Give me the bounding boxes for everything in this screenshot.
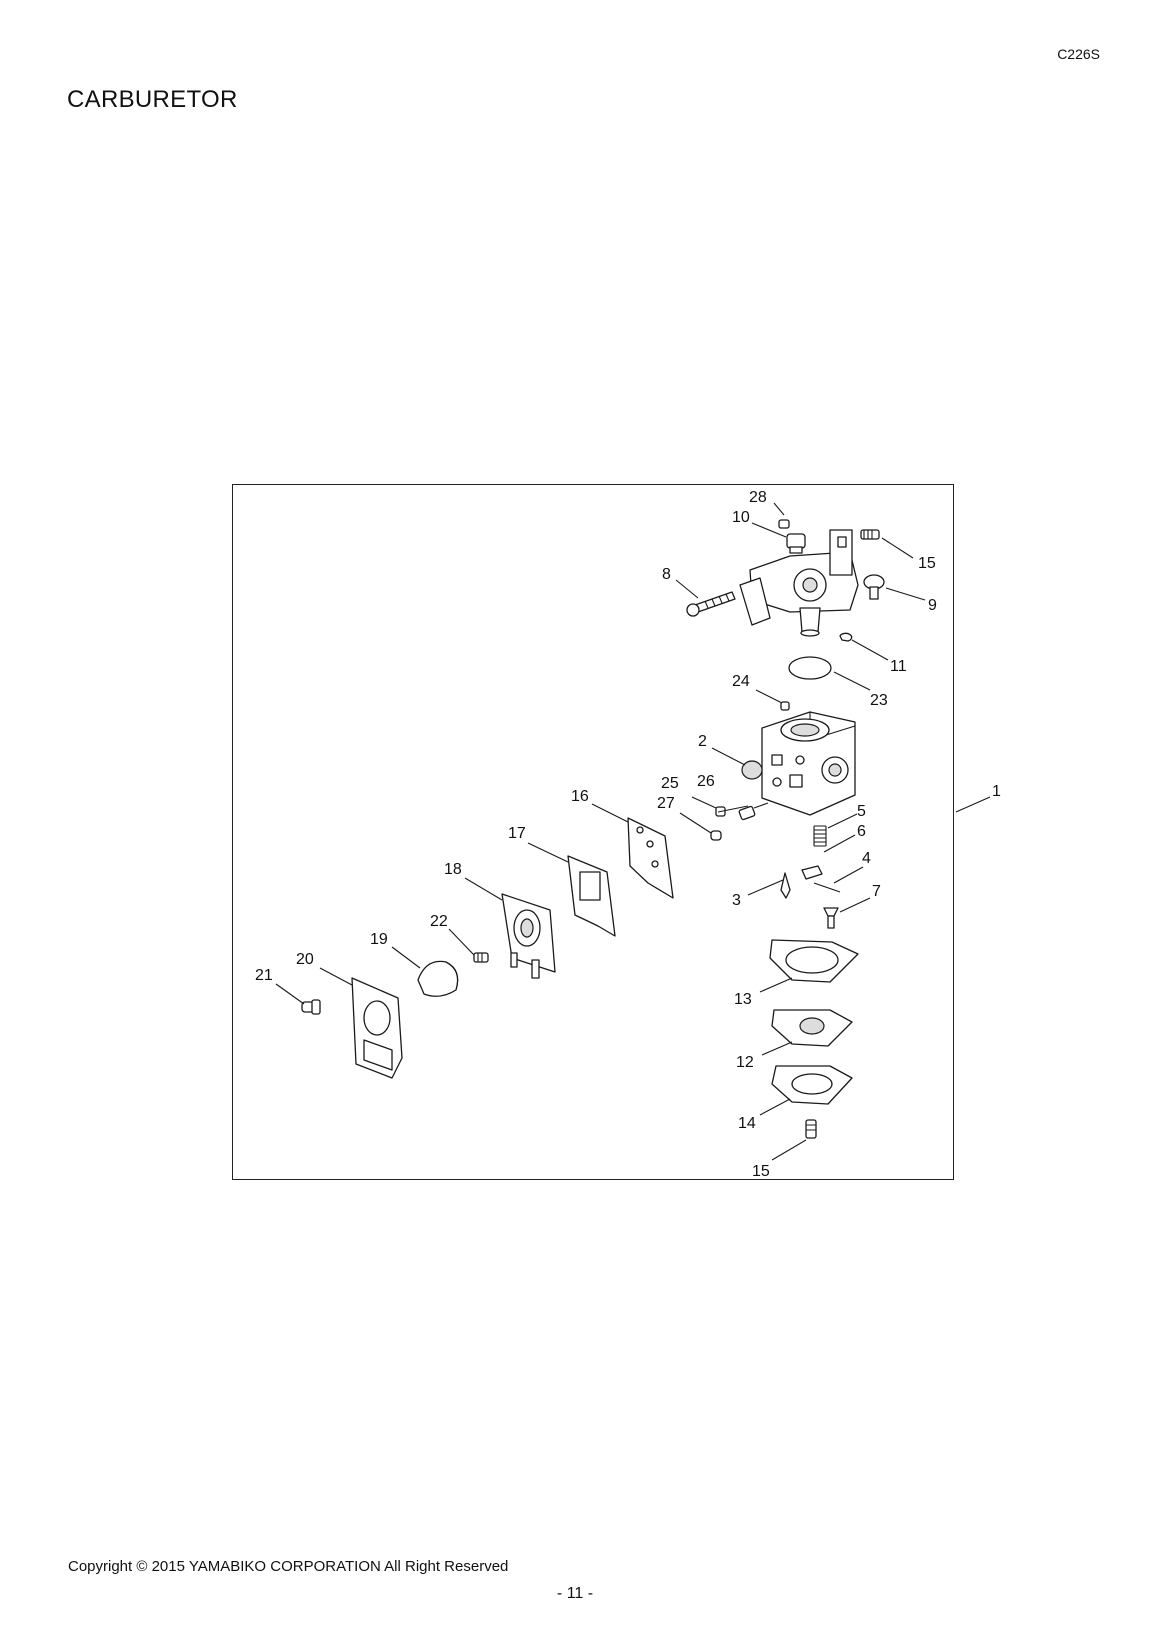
callout-8: 8 — [662, 566, 671, 583]
part-10-adjust-cap — [786, 533, 806, 554]
part-20-bracket — [351, 977, 403, 1079]
part-16-gasket — [627, 817, 674, 899]
part-28-plug — [778, 519, 790, 529]
part-15-screw-top — [860, 529, 880, 540]
part-2-welch-plug — [741, 760, 763, 780]
callout-3: 3 — [732, 892, 741, 909]
part-27-cap — [710, 830, 722, 841]
callout-19: 19 — [370, 931, 388, 948]
callout-15-bottom: 15 — [752, 1163, 770, 1180]
callout-labels: 28 10 15 8 9 11 23 24 2 26 25 16 27 1 5 … — [255, 489, 1001, 1180]
callout-23: 23 — [870, 692, 888, 709]
page-title: CARBURETOR — [67, 86, 238, 113]
callout-6: 6 — [857, 823, 866, 840]
callout-18: 18 — [444, 861, 462, 878]
part-17-pump-diaphragm — [567, 855, 616, 937]
part-7-screw — [823, 907, 839, 929]
part-22-screw — [473, 952, 489, 963]
part-19-primer-bulb — [417, 960, 459, 997]
model-code: C226S — [1057, 46, 1100, 62]
callout-14: 14 — [738, 1115, 756, 1132]
callout-2: 2 — [698, 733, 707, 750]
part-23-o-ring — [788, 656, 832, 680]
callout-25: 25 — [661, 775, 679, 792]
callout-20: 20 — [296, 951, 314, 968]
part-4-pin — [813, 882, 841, 893]
callout-26: 26 — [697, 773, 715, 790]
part-21-screw — [301, 999, 321, 1015]
part-26-adjust-needle — [738, 802, 769, 821]
callout-12: 12 — [736, 1054, 754, 1071]
callout-16: 16 — [571, 788, 589, 805]
diagram-frame — [232, 484, 954, 1180]
callout-7: 7 — [872, 883, 881, 900]
part-18-pump-body — [501, 893, 556, 979]
part-14-metering-cover — [771, 1065, 853, 1105]
part-5-spring — [813, 825, 827, 847]
part-12-metering-diaphragm — [771, 1009, 853, 1047]
part-24-plug — [780, 701, 790, 711]
callout-4: 4 — [862, 850, 871, 867]
part-1-carburetor-body — [761, 711, 856, 816]
callout-21: 21 — [255, 967, 273, 984]
callout-9: 9 — [928, 597, 937, 614]
part-6-control-lever — [801, 865, 823, 880]
part-15-screw-bottom — [805, 1119, 817, 1139]
callout-10: 10 — [732, 509, 750, 526]
part-8-screw-long — [686, 591, 736, 617]
leader-lines — [275, 502, 991, 1161]
callout-24: 24 — [732, 673, 750, 690]
part-9-screw — [863, 574, 885, 600]
callout-22: 22 — [430, 913, 448, 930]
callout-13: 13 — [734, 991, 752, 1008]
callout-17: 17 — [508, 825, 526, 842]
part-throttle-assembly — [739, 529, 859, 637]
part-3-inlet-needle — [780, 872, 791, 899]
callout-27: 27 — [657, 795, 675, 812]
callout-1: 1 — [992, 783, 1001, 800]
callout-28: 28 — [749, 489, 767, 506]
page-number: - 11 - — [556, 1585, 594, 1602]
copyright-text: Copyright © 2015 YAMABIKO CORPORATION Al… — [68, 1558, 509, 1575]
callout-15: 15 — [918, 555, 936, 572]
callout-5: 5 — [857, 803, 866, 820]
callout-11: 11 — [890, 658, 907, 675]
part-13-diaphragm-gasket — [769, 939, 859, 983]
part-11-clip — [839, 632, 853, 642]
